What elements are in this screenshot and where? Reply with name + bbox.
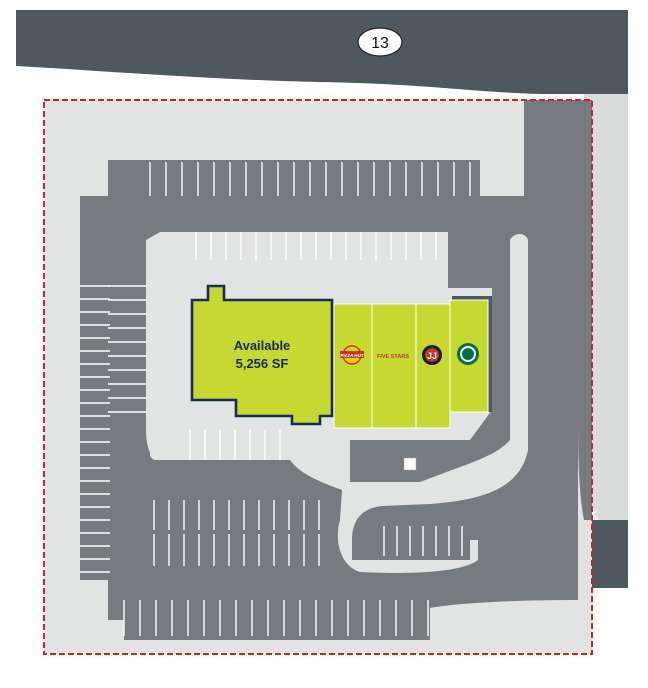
tenant-space-fivestars [371,303,417,429]
available-unit-size: 5,256 SF [236,356,289,371]
tenant-space-jimmyjohns [415,303,451,429]
pizza-logo: PIZZA HUT [340,345,364,365]
island-left [148,264,182,434]
side-road [584,94,628,520]
parking-stalls [80,162,471,636]
available-unit[interactable] [190,284,334,426]
pizza-logo-text: PIZZA HUT [340,353,364,358]
highway-road [16,10,628,94]
dumpster-pad [403,457,417,471]
highway-shield-label: 13 [371,35,389,52]
starbucks-logo [457,343,479,365]
tenant-space-pizza [333,303,373,429]
available-unit-title: Available [234,338,291,353]
jj-logo: JJ [422,345,442,365]
side-road-lower [584,520,628,588]
highway-shield [357,27,403,57]
island-lower-left [150,428,190,460]
jj-logo-text: JJ [427,351,437,361]
burger-logo-text: FIVE STARS [377,354,409,360]
burger-logo: FIVE STARS [375,350,411,362]
property-boundary [43,99,593,655]
